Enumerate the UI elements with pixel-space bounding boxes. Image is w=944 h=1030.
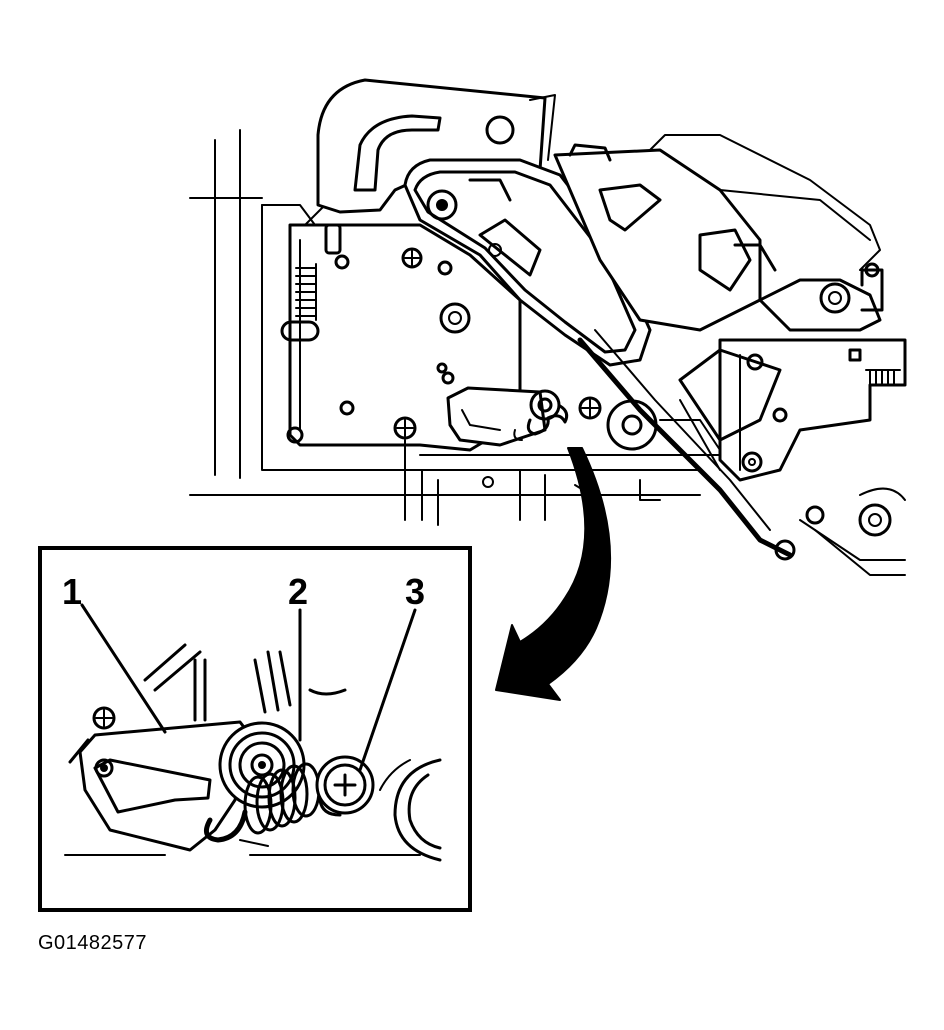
leader-line-1 xyxy=(80,603,167,734)
retaining-screw xyxy=(315,755,375,817)
detail-inset: 1 2 3 xyxy=(38,546,472,912)
leader-line-3 xyxy=(358,608,417,772)
right-serrations xyxy=(865,369,901,386)
figure-id: G01482577 xyxy=(38,932,148,954)
spring-area-main xyxy=(446,386,569,447)
callout-1: 1 xyxy=(62,571,82,612)
serrated-edge xyxy=(295,263,317,321)
callout-2: 2 xyxy=(288,571,308,612)
actuator-lever xyxy=(78,706,252,852)
main-screws xyxy=(286,247,602,444)
coil-spring xyxy=(203,762,325,847)
main-assembly-view xyxy=(189,78,907,576)
pivot-cam xyxy=(403,158,652,367)
callout-3: 3 xyxy=(405,571,425,612)
detail-pointer-arrow xyxy=(495,447,612,701)
